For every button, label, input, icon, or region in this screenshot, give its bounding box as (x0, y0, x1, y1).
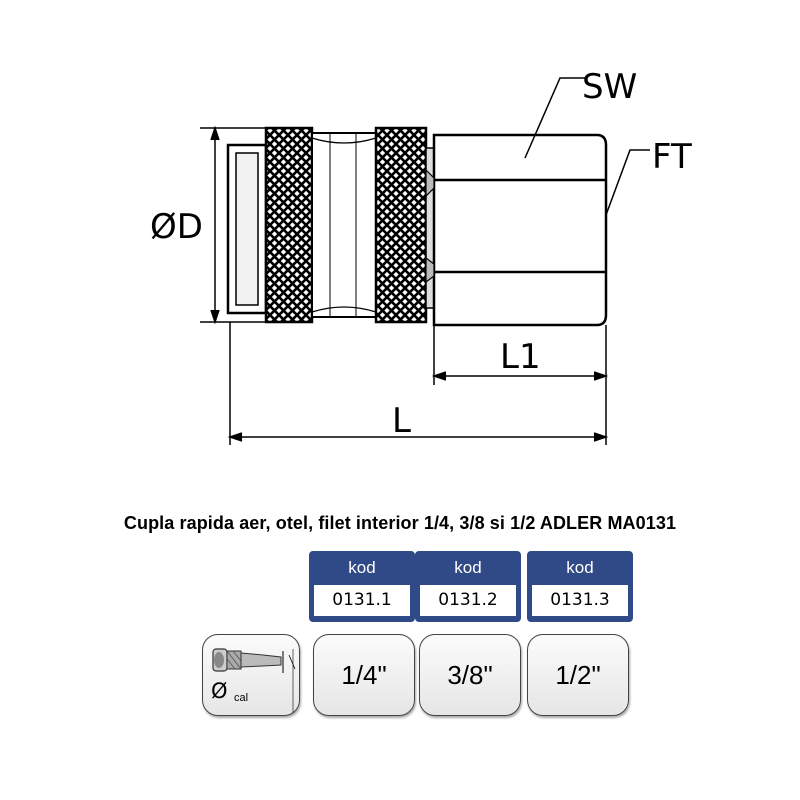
knurled-collar-left (264, 126, 314, 324)
diameter-symbol: Ø (211, 679, 228, 703)
l-dimension (227, 322, 609, 445)
code-value: 0131.1 (313, 584, 411, 617)
code-header: kod (348, 558, 376, 577)
thread-size-icon-card: Ø cal (202, 634, 300, 716)
diameter-subscript: cal (234, 692, 249, 704)
diameter-dimension (200, 125, 266, 325)
code-value: 0131.3 (531, 584, 629, 617)
code-card-1: kod 0131.1 (309, 551, 415, 622)
size-card-2: 3/8" (419, 634, 521, 716)
coupling-mini-icon (212, 648, 296, 713)
size-card-3: 1/2" (527, 634, 629, 716)
diameter-label: ØD (150, 207, 203, 247)
l-label: L (392, 401, 411, 441)
size-value: 3/8" (447, 660, 493, 690)
size-value: 1/2" (555, 660, 601, 690)
front-sleeve (226, 143, 268, 315)
coupling-technical-drawing: SW FT ØD L1 L (150, 67, 692, 445)
code-header: kod (566, 558, 594, 577)
l1-dimension (431, 325, 609, 445)
ft-label: FT (652, 137, 692, 177)
code-card-2: kod 0131.2 (415, 551, 521, 622)
code-card-3: kod 0131.3 (527, 551, 633, 622)
product-title: Cupla rapida aer, otel, filet interior 1… (123, 513, 677, 533)
l1-label: L1 (500, 337, 541, 377)
hex-body (425, 133, 608, 327)
code-value: 0131.2 (419, 584, 517, 617)
code-header: kod (454, 558, 482, 577)
knurled-collar-right (374, 126, 428, 324)
middle-section (311, 132, 377, 318)
size-value: 1/4" (341, 660, 387, 690)
size-card-1: 1/4" (313, 634, 415, 716)
leader-lines (524, 77, 650, 216)
sw-label: SW (582, 67, 637, 107)
